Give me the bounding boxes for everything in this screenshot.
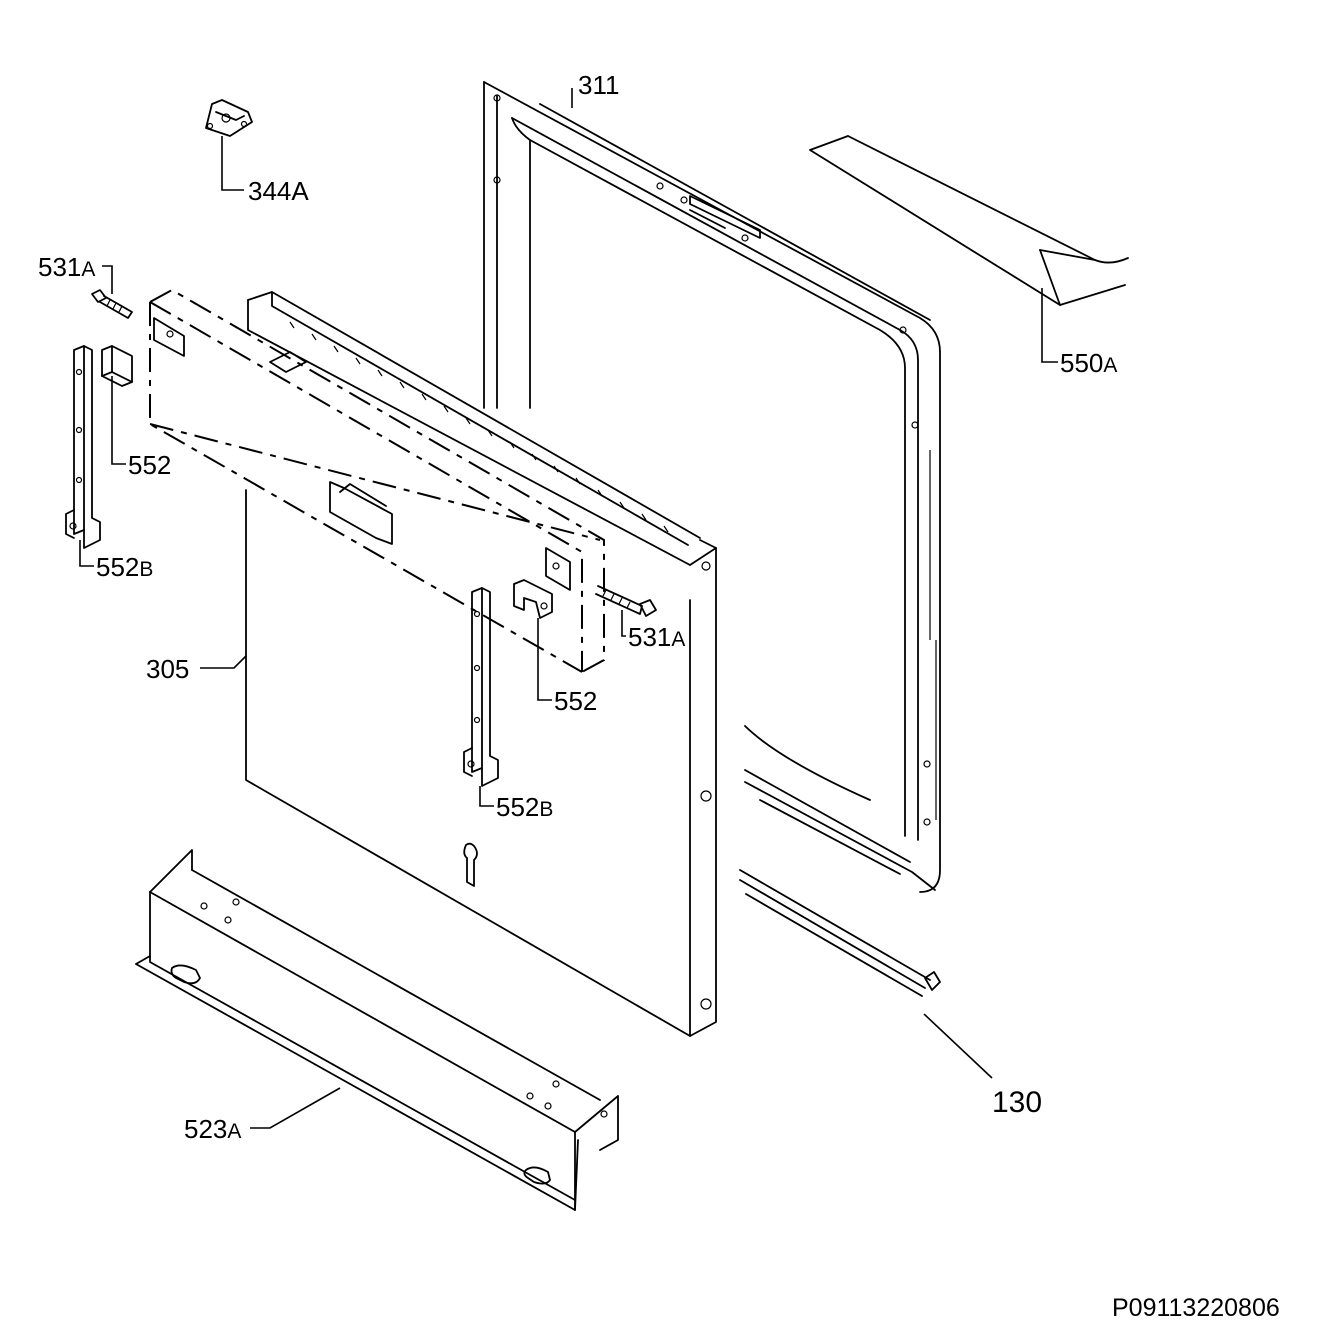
label-344A: 344A: [248, 176, 309, 206]
part-531A-screw-right: [595, 585, 657, 617]
part-552B-rail-left: [65, 345, 101, 549]
label-130: 130: [992, 1086, 1042, 1119]
dashed-control-panel-outline: [149, 288, 605, 673]
label-550A: 550A: [1060, 348, 1117, 378]
part-552B-rail-right: [463, 587, 499, 787]
label-311: 311: [578, 70, 619, 100]
part-344A-bracket: [205, 99, 253, 137]
part-labels: 311 344A 550A 531A 552 552B 531A 305 552…: [38, 70, 1117, 1144]
part-130-seal-strip: [739, 869, 941, 997]
label-531A-right: 531A: [628, 622, 685, 652]
label-552B-left: 552B: [96, 552, 153, 582]
label-552B-right: 552B: [496, 792, 553, 822]
label-305: 305: [146, 654, 189, 684]
leader-lines: [79, 88, 1058, 1129]
part-531A-screw-top: [91, 289, 133, 319]
label-531A-top: 531A: [38, 252, 95, 282]
part-523A-kick-plate: [135, 849, 619, 1211]
label-552-left: 552: [128, 450, 171, 480]
label-552-right: 552: [554, 686, 597, 716]
part-552-clip-right: [513, 579, 553, 619]
part-311-door-frame: [483, 81, 941, 893]
part-305-door-panel: [245, 291, 717, 1037]
drawing-code: P09113220806: [1112, 1294, 1280, 1322]
label-523A: 523A: [184, 1114, 241, 1144]
part-552-clip-left: [101, 345, 133, 387]
part-550A-tape: [809, 135, 1129, 306]
